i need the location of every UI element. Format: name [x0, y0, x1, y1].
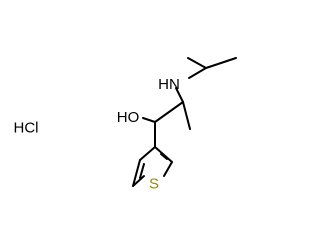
ring-bond-sulfur-c5 — [132, 175, 145, 187]
salt-label-hcl: HCl — [14, 120, 39, 137]
atom-label-sulfur: S — [149, 176, 159, 193]
bond-c2-c1 — [154, 101, 184, 123]
structural-formula: HN HO S HCl — [14, 57, 237, 193]
ring-double-bond-c2-c3-inner — [160, 153, 168, 160]
bond-ipr-ch-nitrogen — [188, 67, 207, 79]
ring-bond-c2-sulfur — [163, 161, 173, 177]
ring-bond-c3-c2 — [154, 146, 173, 163]
bond-ipr-ch-ch3-right — [205, 57, 237, 69]
ring-bond-c5-c4 — [132, 159, 141, 187]
bond-ipr-ch3-left-ch — [187, 57, 207, 69]
atom-label-nh-h: HN — [158, 76, 180, 93]
atom-label-ho: HO — [117, 109, 140, 126]
ring-bond-c4-c3 — [139, 146, 156, 161]
atom-label-nh: HN — [158, 76, 180, 93]
atom-label-ho-text: HO — [117, 109, 140, 126]
bond-c2-methyl — [182, 101, 191, 130]
bond-nitrogen-c2 — [175, 87, 184, 103]
bond-c1-oxygen — [142, 117, 156, 123]
ring-double-bond-c4-c5-inner — [139, 163, 145, 179]
